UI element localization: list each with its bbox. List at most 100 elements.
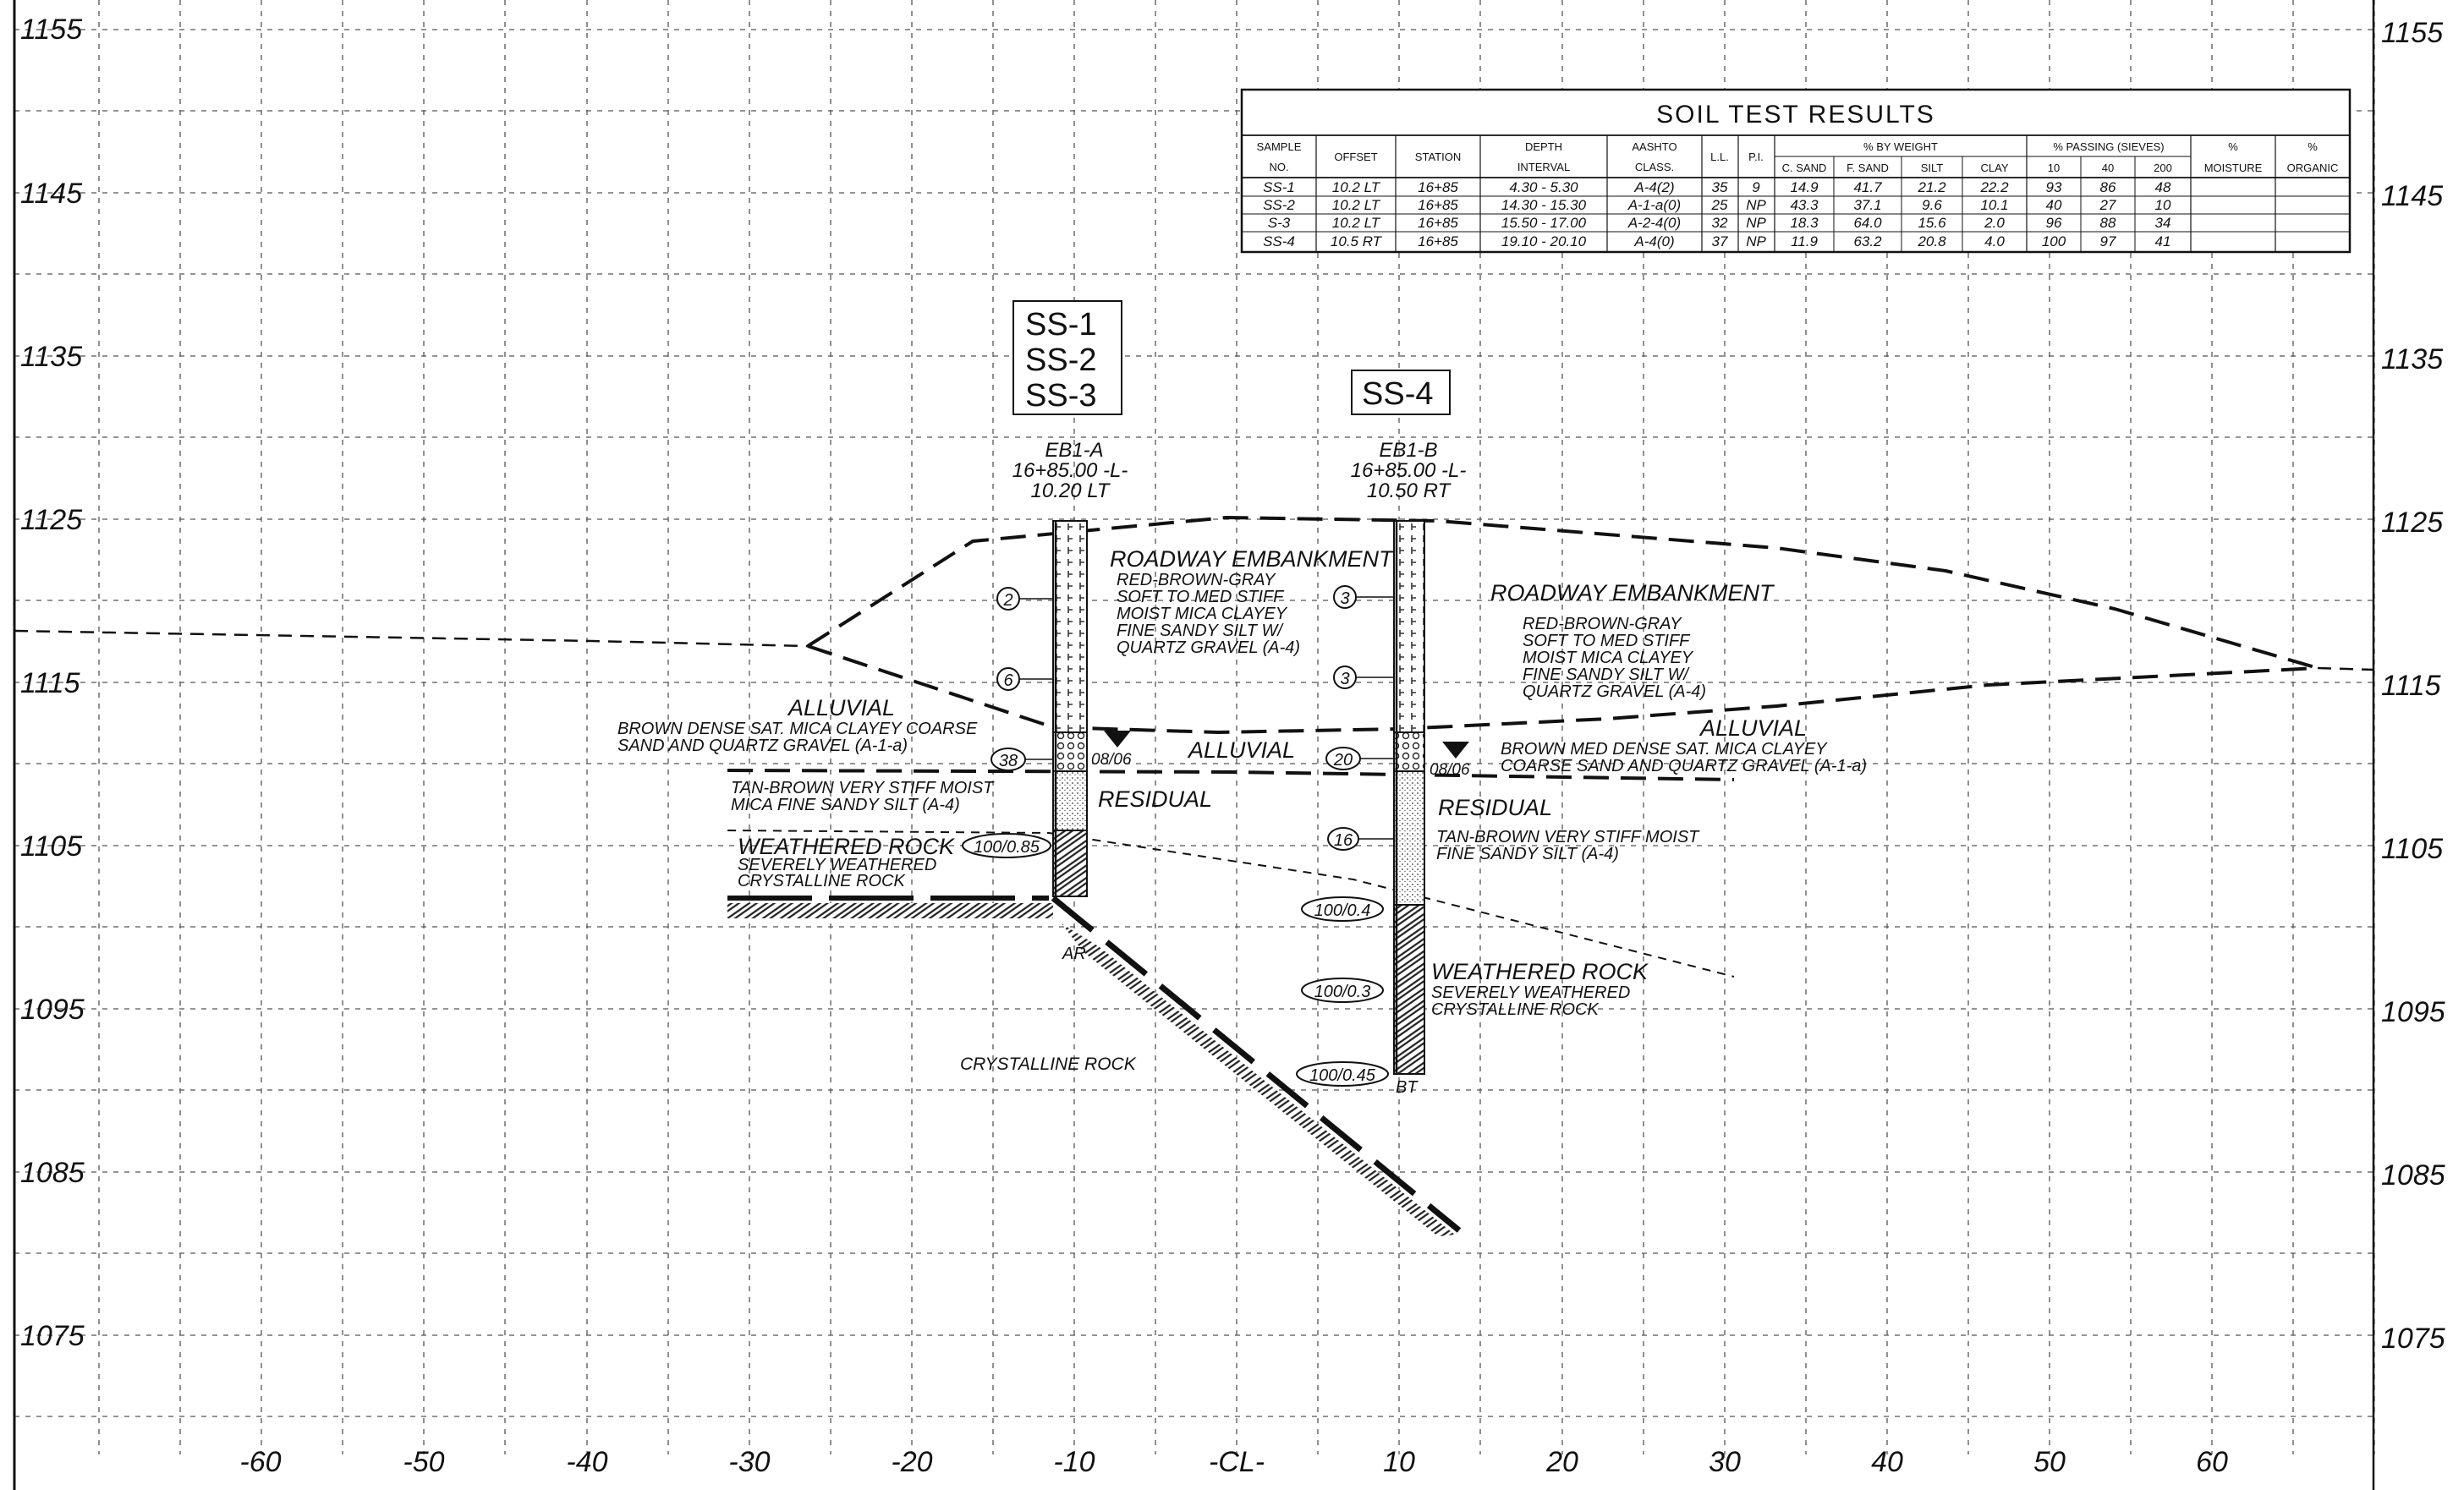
svg-text:A-4(2): A-4(2) [1633, 179, 1674, 195]
offset-label: -40 [566, 1446, 607, 1478]
col-f-sand: F. SAND [1847, 162, 1889, 174]
table-row: SS-1 10.2 LT 16+85 4.30 - 5.30 A-4(2) 35… [1263, 179, 2171, 195]
residual-desc: MICA FINE SANDY SILT (A-4) [731, 796, 960, 814]
col-moisture: MOISTURE [2204, 162, 2263, 174]
original-ground-right [2317, 666, 2374, 671]
offset-label: 50 [2033, 1446, 2066, 1478]
residual-desc: TAN-BROWN VERY STIFF MOIST [731, 779, 995, 797]
svg-text:4.30 - 5.30: 4.30 - 5.30 [1509, 179, 1578, 195]
weathered-rock-desc: CRYSTALLINE ROCK [1431, 1000, 1600, 1019]
elevation-label: 1125 [2381, 507, 2443, 539]
boring-b-offset: 10.50 RT [1367, 479, 1452, 502]
elevation-label: 1085 [2381, 1159, 2445, 1191]
table-title: SOIL TEST RESULTS [1656, 101, 1935, 129]
boring-b-blow-counts: 3 3 20 16 100/0.4 100/0.3 100/0.45 [1296, 585, 1394, 1087]
right-strata-labels: ROADWAY EMBANKMENT RED-BROWN-GRAY SOFT T… [1431, 580, 1867, 1019]
col-aashto: CLASS. [1635, 161, 1674, 173]
col-silt: SILT [1921, 162, 1944, 174]
offset-label: -50 [403, 1446, 444, 1478]
elevation-label: 1135 [2381, 343, 2443, 375]
elevation-label: 1075 [2381, 1323, 2445, 1355]
offset-axis: -60 -50 -40 -30 -20 -10 -CL- 10 20 30 40… [239, 1446, 2228, 1478]
alluvial-desc: BROWN MED DENSE SAT. MICA CLAYEY [1501, 740, 1828, 759]
svg-text:SS-1: SS-1 [1263, 179, 1295, 195]
col-aashto: AASHTO [1632, 140, 1677, 153]
embankment-desc: MOIST MICA CLAYEY [1117, 605, 1288, 623]
water-date: 08/06 [1430, 761, 1470, 779]
svg-text:NP: NP [1746, 233, 1766, 249]
embankment-desc: FINE SANDY SILT W/ [1117, 622, 1284, 640]
svg-text:86: 86 [2100, 179, 2116, 195]
blow-count: 3 [1340, 589, 1349, 608]
svg-text:41: 41 [2155, 233, 2171, 249]
water-table-a: 08/06 [1091, 731, 1132, 769]
svg-text:A-2-4(0): A-2-4(0) [1627, 215, 1681, 231]
alluvial-residual-boundary [727, 769, 1735, 781]
blow-count: 20 [1333, 751, 1353, 770]
offset-label: 20 [1545, 1446, 1578, 1478]
svg-text:21.2: 21.2 [1917, 179, 1946, 195]
embankment-desc: MOIST MICA CLAYEY [1523, 649, 1694, 667]
offset-label: 40 [1871, 1446, 1903, 1478]
offset-label: 30 [1709, 1446, 1741, 1478]
weathered-rock-desc: CRYSTALLINE ROCK [738, 872, 906, 890]
svg-text:41.7: 41.7 [1853, 179, 1882, 195]
centerline-label: -CL- [1209, 1446, 1265, 1478]
boring-a-offset: 10.20 LT [1031, 479, 1111, 502]
elevation-label: 1155 [2381, 17, 2443, 49]
svg-text:16+85: 16+85 [1418, 233, 1458, 249]
svg-text:63.2: 63.2 [1853, 233, 1882, 249]
svg-text:19.10 - 20.10: 19.10 - 20.10 [1501, 233, 1587, 249]
elevation-label: 1095 [2381, 996, 2445, 1028]
svg-text:25: 25 [1711, 197, 1728, 213]
svg-text:34: 34 [2155, 215, 2171, 231]
blow-count: 38 [999, 752, 1018, 770]
col-passing: % PASSING (SIEVES) [2053, 140, 2164, 153]
col-sieve-40: 40 [2102, 162, 2114, 174]
svg-text:11.9: 11.9 [1791, 233, 1818, 249]
col-offset: OFFSET [1334, 151, 1377, 163]
col-sieve-200: 200 [2154, 162, 2172, 174]
svg-text:22.2: 22.2 [1979, 179, 2009, 195]
elevation-label: 1095 [20, 994, 85, 1026]
blow-count: 6 [1003, 671, 1013, 690]
boring-b-end-tag: BT [1396, 1078, 1419, 1097]
offset-label: 10 [1383, 1446, 1415, 1478]
embankment-desc: SOFT TO MED STIFF [1117, 588, 1285, 606]
offset-label: -30 [728, 1446, 770, 1478]
elevation-label: 1135 [20, 341, 82, 373]
svg-text:16+85: 16+85 [1418, 179, 1458, 195]
svg-text:14.30 - 15.30: 14.30 - 15.30 [1501, 197, 1587, 213]
soil-test-table: SOIL TEST RESULTS SAMPLE NO. OFFSET STAT… [1240, 88, 2352, 254]
svg-text:48: 48 [2155, 179, 2171, 195]
svg-text:S-3: S-3 [1268, 215, 1291, 231]
svg-text:27: 27 [2099, 197, 2116, 213]
svg-text:32: 32 [1712, 215, 1728, 231]
blow-count: 100/0.3 [1314, 983, 1371, 1001]
svg-text:9: 9 [1752, 179, 1760, 195]
col-clay: CLAY [1981, 162, 2009, 174]
svg-text:SS-2: SS-2 [1263, 197, 1295, 213]
col-sieve-10: 10 [2048, 162, 2060, 174]
svg-text:100: 100 [2042, 233, 2066, 249]
elevation-label: 1155 [20, 14, 82, 46]
weathered-rock-title: WEATHERED ROCK [738, 834, 955, 859]
svg-text:88: 88 [2100, 215, 2116, 231]
elevation-label: 1115 [20, 667, 80, 699]
offset-label: -20 [891, 1446, 932, 1478]
svg-text:NP: NP [1746, 215, 1766, 231]
svg-text:2.0: 2.0 [1984, 215, 2005, 231]
svg-text:96: 96 [2046, 215, 2062, 231]
boring-a-id: EB1-A [1045, 439, 1103, 462]
svg-text:18.3: 18.3 [1790, 215, 1819, 231]
boring-b-id: EB1-B [1379, 439, 1437, 462]
svg-text:35: 35 [1712, 179, 1728, 195]
boring-a-sample-box: SS-1 SS-2 SS-3 [1012, 300, 1122, 415]
svg-text:14.9: 14.9 [1790, 179, 1819, 195]
residual-rock-boundary [727, 830, 1735, 978]
svg-text:A-1-a(0): A-1-a(0) [1627, 197, 1681, 213]
col-pi: P.I. [1748, 151, 1764, 163]
blow-count: 3 [1340, 670, 1349, 688]
elevation-label: 1145 [2381, 180, 2443, 212]
embankment-desc: RED-BROWN-GRAY [1117, 571, 1276, 589]
